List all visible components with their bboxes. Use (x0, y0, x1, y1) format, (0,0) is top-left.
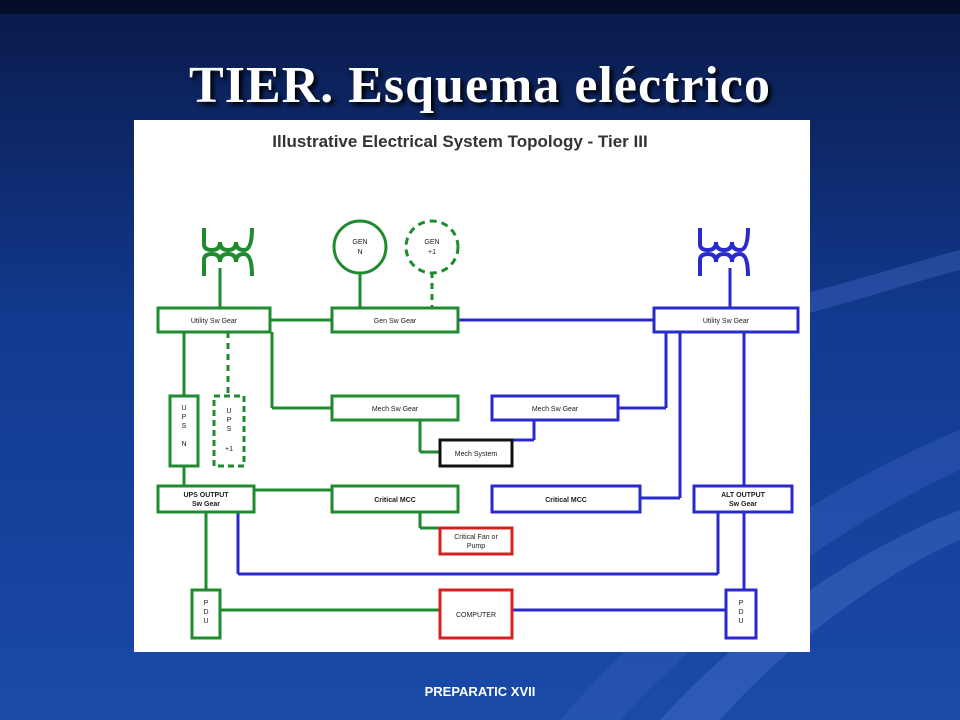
pdu-left: P D U (190, 588, 222, 640)
green-dashed-wiring (226, 272, 434, 396)
ups-n-l4: N (181, 441, 186, 448)
mech-sw-gear-left: Mech Sw Gear (330, 394, 460, 422)
pdu-right-l3: U (738, 618, 743, 625)
pdu-right: P D U (724, 588, 758, 640)
mech-system: Mech System (438, 438, 514, 468)
ups-n-l1: U (181, 405, 186, 412)
pdu-right-l1: P (739, 600, 744, 607)
critical-mcc-right-label: Critical MCC (545, 497, 587, 504)
coil-icon-right (698, 227, 750, 277)
ups-n1: U P S +1 (212, 394, 246, 468)
ups-output-label-2: Sw Gear (192, 501, 220, 508)
ups-n1-l3: S (227, 426, 232, 433)
alt-output-label-2: Sw Gear (729, 501, 757, 508)
critical-mcc-left-label: Critical MCC (374, 497, 416, 504)
ups-n-l3: S (182, 423, 187, 430)
critical-mcc-left: Critical MCC (330, 484, 460, 514)
pdu-left-l3: U (203, 618, 208, 625)
utility-sw-gear-left: Utility Sw Gear (156, 306, 272, 334)
mech-system-label: Mech System (455, 451, 498, 458)
computer: COMPUTER (438, 588, 514, 640)
gen-n-label-2: N (357, 249, 362, 256)
critical-mcc-right: Critical MCC (490, 484, 642, 514)
computer-label: COMPUTER (456, 612, 496, 619)
gen-n1-label-1: GEN (424, 239, 439, 246)
blue-wiring (236, 268, 746, 612)
pdu-left-l1: P (204, 600, 209, 607)
diagram-title: Illustrative Electrical System Topology … (272, 132, 647, 151)
critical-fan-pump: Critical Fan or Pump (438, 526, 514, 556)
slide-title: TIER. Esquema eléctrico (189, 57, 771, 114)
fan-pump-label-2: Pump (467, 543, 485, 550)
utility-sw-gear-right: Utility Sw Gear (652, 306, 800, 334)
diagram-figure: Illustrative Electrical System Topology … (134, 120, 810, 652)
coil-icon-left (202, 227, 254, 277)
gen-sw-gear: Gen Sw Gear (330, 306, 460, 334)
ups-n: U P S N (168, 394, 200, 468)
slide-footer: PREPARATIC XVII (424, 684, 536, 699)
ups-n1-l4: +1 (225, 446, 233, 453)
alt-output-label-1: ALT OUTPUT (721, 492, 766, 499)
gen-n1-node: GEN +1 (404, 219, 460, 275)
ups-n1-l1: U (226, 408, 231, 415)
ups-n1-l2: P (227, 417, 232, 424)
pdu-left-l2: D (203, 609, 208, 616)
fan-pump-label-1: Critical Fan or (454, 534, 498, 541)
gen-n1-label-2: +1 (428, 249, 436, 256)
ups-output-label-1: UPS OUTPUT (183, 492, 229, 499)
mech-sw-gear-right-label: Mech Sw Gear (532, 406, 579, 413)
utility-sw-gear-right-label: Utility Sw Gear (703, 318, 750, 325)
topology-diagram: Illustrative Electrical System Topology … (156, 132, 800, 640)
ups-n-l2: P (182, 414, 187, 421)
alt-output-sw-gear: ALT OUTPUT Sw Gear (692, 484, 794, 514)
gen-n-node: GEN N (332, 219, 388, 275)
mech-sw-gear-right: Mech Sw Gear (490, 394, 620, 422)
utility-sw-gear-left-label: Utility Sw Gear (191, 318, 238, 325)
gen-sw-gear-label: Gen Sw Gear (374, 318, 417, 325)
ups-output-sw-gear: UPS OUTPUT Sw Gear (156, 484, 256, 514)
mech-sw-gear-left-label: Mech Sw Gear (372, 406, 419, 413)
pdu-right-l2: D (738, 609, 743, 616)
gen-n-label-1: GEN (352, 239, 367, 246)
